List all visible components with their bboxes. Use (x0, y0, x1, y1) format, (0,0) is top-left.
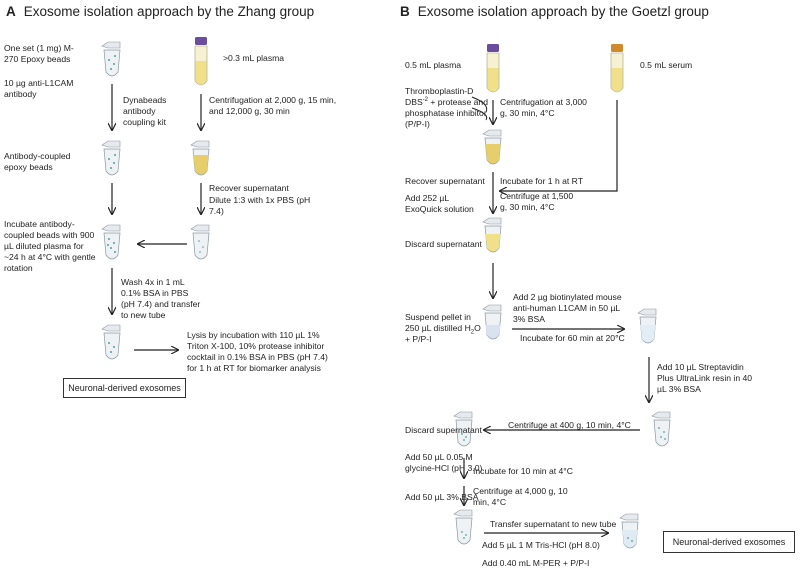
label-incubate-10: Incubate for 10 min at 4°C (473, 466, 573, 476)
exoquick-tube-icon (482, 217, 502, 253)
label-mper: Add 0.40 mL M-PER + P/P-I (482, 558, 590, 568)
label-incubate-60: Incubate for 60 min at 20°C (520, 333, 625, 343)
dbs-text: DBS (405, 97, 423, 107)
plasma-tube-b-icon (486, 44, 500, 93)
label-incubate-rt: Incubate for 1 h at RT (500, 176, 583, 186)
label-dbs: DBS-2 + protease and phosphatase inhibit… (405, 97, 497, 130)
tube-beads-icon (101, 41, 121, 77)
label-suspend: Suspend pellet in 250 µL distilled H2O +… (405, 312, 485, 345)
tube-diluted-plasma-icon (190, 224, 210, 260)
label-bsa: Add 50 µL 3% BSA (405, 492, 479, 502)
arrow-b-curve2 (471, 107, 488, 121)
label-antibody: 10 µg anti-L1CAM antibody (4, 78, 74, 99)
label-plasma-a: >0.3 mL plasma (223, 53, 285, 63)
tube-washed-icon (101, 324, 121, 360)
suspend-suffix: O + P/P-I (405, 323, 481, 344)
label-lysis: Lysis by incubation with 110 µL 1% Trito… (187, 330, 328, 373)
result-box-a: Neuronal-derived exosomes (63, 378, 186, 398)
dbs-inhibitor-text: + protease and phosphatase inhibitor (P/… (405, 97, 488, 129)
pellet-tube-icon (482, 304, 502, 340)
label-centrifuge-1500: Centrifuge at 1,500 g, 30 min, 4°C (500, 191, 574, 212)
label-discard-1: Discard supernatant (405, 239, 482, 249)
resin-tube-icon (651, 411, 671, 447)
discard-tube-icon (453, 411, 473, 447)
suspend-text: Suspend pellet in 250 µL distilled H (405, 312, 471, 333)
panel-a-letter: A (6, 4, 16, 19)
tube-coupled-beads-icon (101, 140, 121, 176)
label-discard-2: Discard supernatant (405, 425, 482, 435)
result-box-b: Neuronal-derived exosomes (663, 531, 795, 553)
antibody-tube-icon (637, 308, 657, 344)
label-biotin: Add 2 µg biotinylated mouse anti-human L… (513, 292, 622, 324)
label-coupling: Dynabeads antibody coupling kit (123, 95, 167, 127)
label-glycine: Add 50 µL 0.05 M glycine-HCl (pH 3.0) (405, 452, 483, 473)
plasma-tube-icon (194, 37, 208, 86)
label-thromboplastin: Thromboplastin-D (405, 86, 474, 96)
tube-incubate-icon (101, 224, 121, 260)
final-tube-icon (619, 513, 639, 549)
label-incubate-a: Incubate antibody-coupled beads with 900… (4, 219, 96, 273)
label-centrifugation-a: Centrifugation at 2,000 g, 15 min, and 1… (209, 95, 337, 116)
panel-b-title: B Exosome isolation approach by the Goetz… (400, 4, 709, 19)
panel-a-title-text: Exosome isolation approach by the Zhang … (23, 4, 315, 19)
suspend-subscript: 2 (470, 329, 475, 336)
serum-tube-icon (610, 44, 624, 93)
label-wash: Wash 4x in 1 mL 0.1% BSA in PBS (pH 7.4)… (121, 277, 201, 320)
centrifuged-plasma-tube-icon (190, 140, 210, 176)
label-dilute: Dilute 1:3 with 1x PBS (pH 7.4) (209, 195, 311, 216)
dbs-superscript: -2 (422, 97, 429, 104)
label-coupled-beads: Antibody-coupled epoxy beads (4, 151, 71, 172)
label-centrifuge-4000: Centrifuge at 4,000 g, 10 min, 4°C (473, 486, 568, 507)
panel-a-title: A Exosome isolation approach by the Zhang… (6, 4, 314, 19)
label-exoquick: Add 252 µL ExoQuick solution (405, 193, 474, 214)
arrow-serum (500, 100, 618, 191)
label-recover-a: Recover supernatant (209, 183, 289, 193)
panel-b-title-text: Exosome isolation approach by the Goetzl… (417, 4, 709, 19)
panel-b-letter: B (400, 4, 410, 19)
label-centrifugation-b: Centrifugation at 3,000 g, 30 min, 4°C (500, 97, 587, 118)
label-beads: One set (1 mg) M-270 Epoxy beads (4, 43, 74, 64)
label-plasma-b: 0.5 mL plasma (405, 60, 462, 70)
label-recover-b: Recover supernatant (405, 176, 485, 186)
label-serum: 0.5 mL serum (640, 60, 693, 70)
centrifuged-tube-b-icon (482, 129, 502, 165)
label-centrifuge-400: Centrifuge at 400 g, 10 min, 4°C (508, 420, 631, 430)
arrow-b-curve1 (471, 96, 488, 113)
label-tris: Add 5 µL 1 M Tris-HCl (pH 8.0) (482, 540, 600, 550)
eluted-tube-icon (453, 509, 473, 545)
label-streptavidin: Add 10 µL Streptavidin Plus UltraLink re… (657, 362, 753, 394)
label-transfer: Transfer supernatant to new tube (490, 519, 617, 529)
